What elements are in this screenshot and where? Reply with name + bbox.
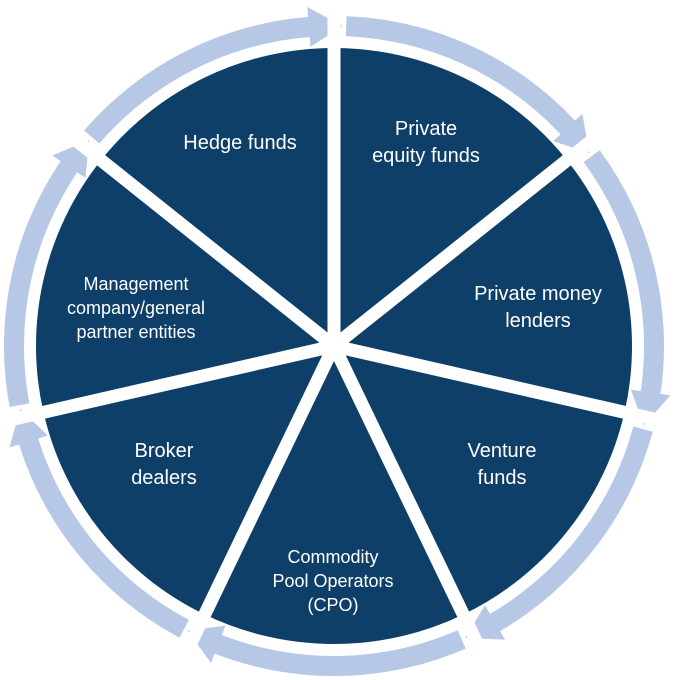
- segment-private-money-lenders: [334, 346, 625, 615]
- ring-arrow-management-company: [84, 7, 343, 144]
- label-venture-funds: Venture funds: [468, 440, 537, 489]
- separator-line: [178, 343, 340, 659]
- label-broker-dealers: Broker dealers: [131, 440, 197, 489]
- separator-line: [329, 126, 608, 352]
- label-line: Venture: [468, 440, 537, 462]
- label-line: Hedge funds: [183, 132, 296, 154]
- ring-arrow-commodity-pool-operators: [9, 409, 189, 638]
- label-private-money-lenders: Private money lenders: [474, 283, 602, 332]
- label-line: Commodity: [287, 547, 378, 567]
- label-line: equity funds: [372, 145, 480, 167]
- label-line: Private: [395, 118, 457, 140]
- label-line: Management: [83, 274, 188, 294]
- separator-line: [328, 343, 490, 659]
- label-private-equity-funds: Private equity funds: [372, 118, 480, 167]
- ring-arrow-venture-funds: [187, 625, 466, 677]
- label-line: (CPO): [308, 595, 359, 615]
- label-hedge-funds: Hedge funds: [183, 132, 296, 154]
- label-line: funds: [478, 467, 527, 489]
- label-line: Pool Operators: [272, 571, 393, 591]
- label-line: dealers: [131, 467, 197, 489]
- label-line: partner entities: [76, 322, 195, 342]
- ring-arrow-hedge-funds: [345, 16, 590, 154]
- ring-arrow-broker-dealers: [3, 140, 90, 408]
- label-management-company: Management company/general partner entitie…: [67, 274, 205, 342]
- ring-arrow-private-equity-funds: [583, 150, 671, 426]
- segment-private-equity-funds: [334, 160, 633, 413]
- segment-management-company: [101, 48, 334, 346]
- segment-commodity-pool-operators: [43, 346, 334, 615]
- segment-broker-dealers: [35, 160, 335, 413]
- segment-separators: [0, 2, 671, 659]
- ring-arrow-private-money-lenders: [465, 426, 653, 640]
- ring-arrows: [3, 7, 671, 677]
- separator-line: [0, 339, 336, 429]
- separator-line: [60, 126, 339, 352]
- segment-hedge-funds: [334, 48, 567, 346]
- label-line: Private money: [474, 283, 602, 305]
- pie-segments: [35, 48, 633, 645]
- label-line: Broker: [135, 440, 194, 462]
- separator-line: [332, 339, 671, 429]
- segment-venture-funds: [204, 346, 464, 645]
- label-line: company/general: [67, 298, 205, 318]
- label-line: lenders: [505, 310, 571, 332]
